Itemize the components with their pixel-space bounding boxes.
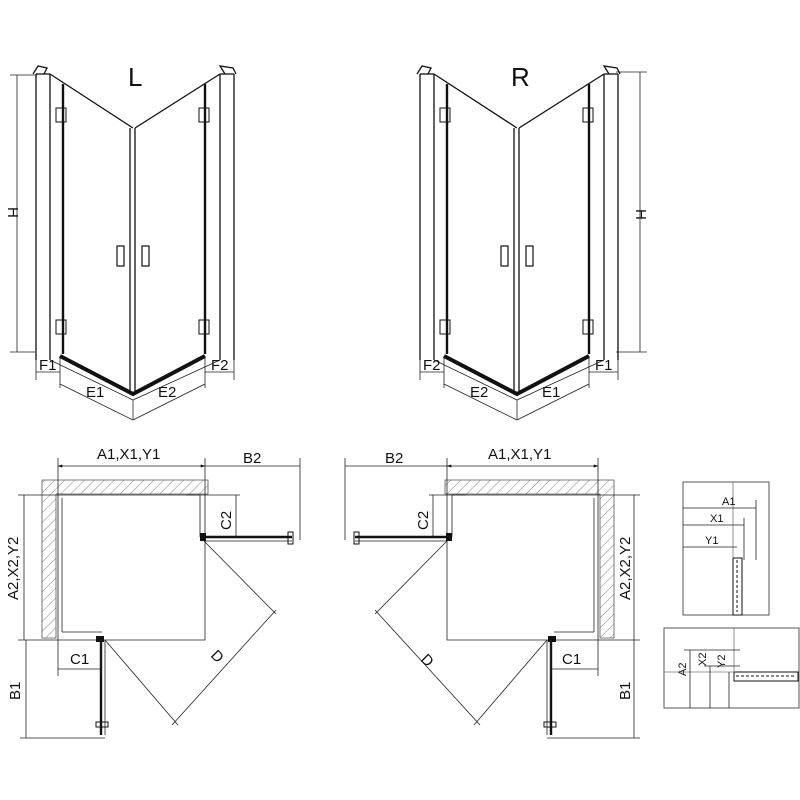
label-a1x1y1-right: A1,X1,Y1 [488,446,551,463]
fixed-panel-left-r [419,73,435,360]
label-d-left: D [207,647,227,667]
detail-box-top: A1 X1 Y1 [682,481,770,616]
door-right-e2 [134,73,221,354]
label-b2-right: B2 [385,450,403,467]
label-e2-right: E2 [470,384,488,401]
wall-hatch-left [41,479,209,639]
view-title-right: R [511,62,530,92]
label-b1-right: B1 [617,682,634,700]
label-e1-left: E1 [86,384,104,401]
base-profile-left [59,354,206,397]
bottom-dimensions-right: F2 F1 E2 E1 [419,356,619,421]
label-f1-right: F1 [595,357,613,374]
label-a1x1y1-left: A1,X1,Y1 [97,446,160,463]
label-c1-right: C1 [562,651,581,668]
height-label-right: H [632,209,649,220]
label-c2-right: C2 [415,511,432,530]
label-b1-left: B1 [7,682,24,700]
height-dimension-left: H [4,74,37,353]
label-c1-left: C1 [70,651,89,668]
door-left-e1 [49,73,136,394]
label-a2x2y2-left: A2,X2,Y2 [5,537,22,600]
label-y2-detail: Y2 [716,655,728,668]
detail-box-bottom: A2 X2 Y2 [663,627,800,709]
label-a1-detail: A1 [722,496,735,508]
wall-hatch-right [444,479,615,639]
height-dimension-right: H [616,71,649,353]
fixed-panel-right [219,73,235,360]
label-e2-left: E2 [158,384,176,401]
fixed-panel-left [35,73,51,360]
label-a2-detail: A2 [677,663,689,676]
label-b2-left: B2 [243,450,261,467]
label-f2-left: F2 [211,357,229,374]
elevation-left: L H [4,62,237,421]
label-c2-left: C2 [218,511,235,530]
label-x1-detail: X1 [710,513,723,525]
label-d-right: D [417,651,437,671]
height-label-left: H [4,207,21,218]
bottom-dimensions-left: F1 F2 E1 E2 [35,356,235,421]
door-right-e1-r [518,73,605,354]
base-profile-right [443,354,590,397]
label-f1-left: F1 [39,357,57,374]
label-x2-detail: X2 [697,653,709,666]
label-y1-detail: Y1 [705,535,718,547]
label-a2x2y2-right: A2,X2,Y2 [617,537,634,600]
label-e1-right: E1 [542,384,560,401]
plan-right: A1,X1,Y1 B2 C2 A2,X2,Y2 C1 B1 D [344,446,640,739]
plan-left: A1,X1,Y1 B2 C2 A2,X2,Y2 C1 B1 D [5,446,301,739]
label-f2-right: F2 [423,357,441,374]
fixed-panel-right-r [603,73,619,360]
door-left-e2-r [433,73,520,394]
elevation-right: R H [416,62,649,421]
view-title-left: L [128,62,142,92]
